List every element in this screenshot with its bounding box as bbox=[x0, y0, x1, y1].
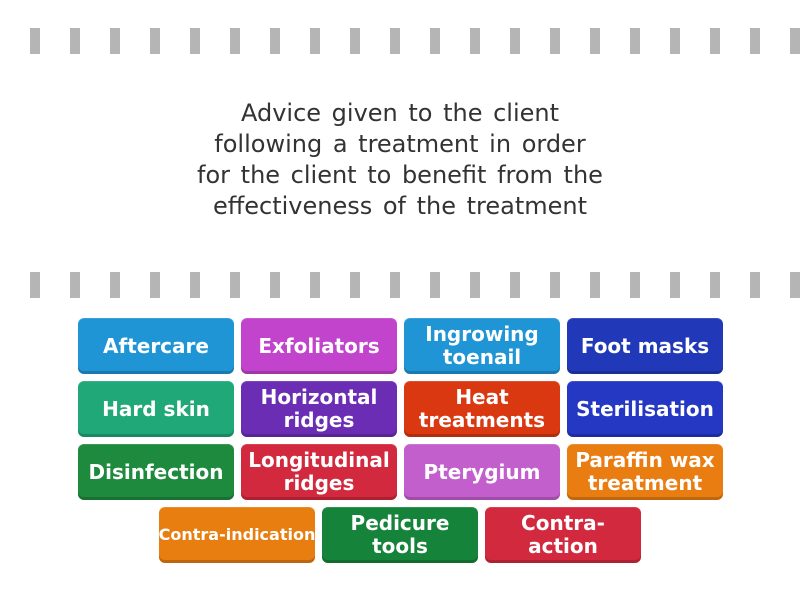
question-text: Advice given to the client following a t… bbox=[0, 98, 800, 222]
answer-tile-ingrowing-toenail[interactable]: Ingrowing toenail bbox=[404, 318, 560, 374]
dashed-divider-middle bbox=[0, 272, 800, 298]
answer-tile-longitudinal-ridges[interactable]: Longitudinal ridges bbox=[241, 444, 397, 500]
answer-tile-foot-masks[interactable]: Foot masks bbox=[567, 318, 723, 374]
answer-tile-hard-skin[interactable]: Hard skin bbox=[78, 381, 234, 437]
answer-tile-pedicure-tools[interactable]: Pedicure tools bbox=[322, 507, 478, 563]
question-line: following a treatment in order bbox=[214, 130, 586, 158]
question-line: effectiveness of the treatment bbox=[212, 192, 588, 220]
answer-tile-heat-treatments[interactable]: Heat treatments bbox=[404, 381, 560, 437]
answer-tile-sterilisation[interactable]: Sterilisation bbox=[567, 381, 723, 437]
answer-tile-aftercare[interactable]: Aftercare bbox=[78, 318, 234, 374]
answer-tile-contra-action[interactable]: Contra-action bbox=[485, 507, 641, 563]
answer-tile-exfoliators[interactable]: Exfoliators bbox=[241, 318, 397, 374]
answers-bottom-row: Contra-indication Pedicure tools Contra-… bbox=[0, 507, 800, 563]
question-line: for the client to benefit from the bbox=[197, 161, 603, 189]
answer-tile-horizontal-ridges[interactable]: Horizontal ridges bbox=[241, 381, 397, 437]
answer-tile-contra-indication[interactable]: Contra-indication bbox=[159, 507, 315, 563]
answers-grid: Aftercare Exfoliators Ingrowing toenail … bbox=[78, 318, 723, 500]
dashed-divider-top bbox=[0, 28, 800, 54]
question-line: Advice given to the client bbox=[240, 99, 560, 127]
answer-tile-paraffin-wax-treatment[interactable]: Paraffin wax treatment bbox=[567, 444, 723, 500]
answer-tile-disinfection[interactable]: Disinfection bbox=[78, 444, 234, 500]
answer-tile-pterygium[interactable]: Pterygium bbox=[404, 444, 560, 500]
